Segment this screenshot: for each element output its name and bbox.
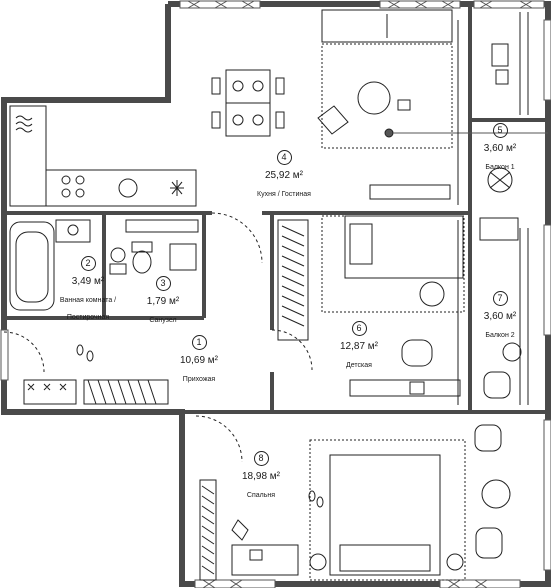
room-number: 6 (351, 321, 367, 336)
living-furniture (317, 9, 548, 205)
room-number: 1 (191, 335, 207, 350)
kids-room-furniture (277, 215, 465, 405)
balcony-2-furniture (479, 217, 529, 405)
interior-walls (4, 4, 548, 414)
room-area: 3,60 м² (483, 311, 517, 322)
bathroom-fixtures (9, 219, 199, 311)
room-number: 5 (492, 123, 508, 138)
room-area: 25,92 м² (264, 170, 303, 181)
room-name: Прихожая (182, 375, 216, 383)
room-area: 3,60 м² (483, 143, 517, 154)
kitchen-counter (9, 105, 197, 207)
room-number: 4 (276, 150, 292, 165)
room-name: Детская (346, 361, 372, 369)
room-number: 3 (155, 276, 171, 291)
balcony-1-furniture (487, 12, 529, 193)
room-area: 12,87 м² (339, 341, 378, 352)
room-area: 18,98 м² (241, 471, 280, 482)
room-label-balcony-2: 7 3,60 м² Балкон 2 (472, 288, 528, 341)
room-label-bathroom: 2 3,49 м² Ванная комната / Постирочная (56, 253, 120, 324)
room-number: 7 (492, 291, 508, 306)
room-name: Балкон 2 (485, 331, 515, 339)
room-name: Спальня (246, 491, 276, 499)
room-name: Санузел (149, 316, 177, 324)
room-label-kids-room: 6 12,87 м² Детская (314, 318, 404, 371)
room-label-toilet: 3 1,79 м² Санузел (134, 273, 192, 326)
dining-table (211, 69, 285, 137)
room-number: 2 (80, 256, 96, 271)
room-area: 1,79 м² (146, 296, 180, 307)
room-name: Кухня / Гостиная (257, 190, 311, 198)
room-label-kitchen: 4 25,92 м² Кухня / Гостиная (234, 147, 334, 200)
room-area: 3,49 м² (71, 276, 105, 287)
hallway-furniture (3, 212, 313, 405)
room-name: Ванная комната / Постирочная (59, 296, 117, 322)
room-area: 10,69 м² (179, 355, 218, 366)
room-name: Балкон 1 (485, 163, 515, 171)
room-label-hallway: 1 10,69 м² Прихожая (154, 332, 244, 385)
room-label-balcony-1: 5 3,60 м² Балкон 1 (472, 120, 528, 173)
room-label-bedroom: 8 18,98 м² Спальня (216, 448, 306, 501)
bedroom-furniture (195, 415, 511, 581)
room-number: 8 (253, 451, 269, 466)
